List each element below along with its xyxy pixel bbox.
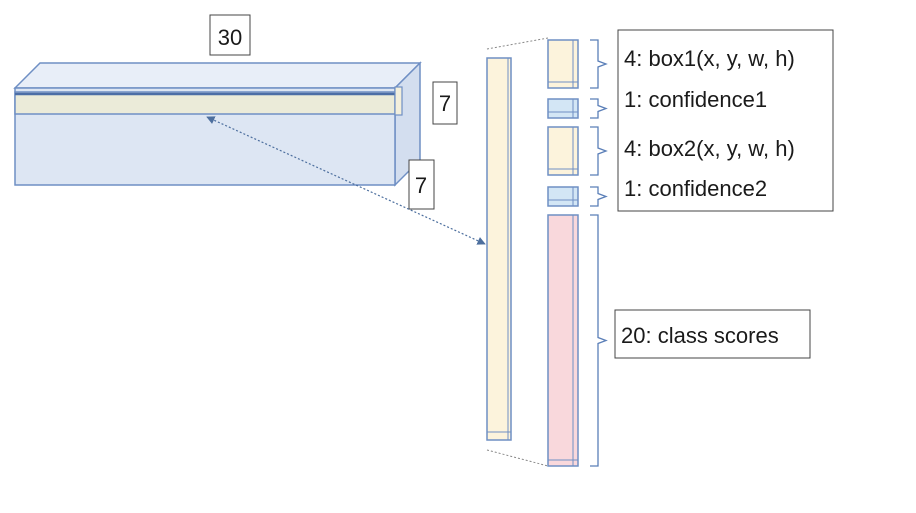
dim-label-depth: 7 bbox=[408, 159, 435, 210]
brace-conf1 bbox=[590, 98, 608, 119]
tensor-cell-vector bbox=[394, 86, 403, 116]
dim-height-text: 7 bbox=[439, 91, 451, 116]
expand-arrow bbox=[206, 116, 486, 245]
segment-classes bbox=[547, 214, 579, 467]
segment-braces bbox=[590, 39, 608, 467]
cell-vector-column bbox=[486, 37, 549, 467]
output-tensor bbox=[13, 61, 422, 187]
dim-width-text: 30 bbox=[218, 25, 242, 50]
brace-box1 bbox=[590, 39, 608, 89]
brace-box2 bbox=[590, 126, 608, 176]
brace-conf2 bbox=[590, 186, 608, 207]
tensor-row-slice bbox=[14, 91, 396, 115]
segment-conf2 bbox=[547, 186, 579, 207]
segment-box1 bbox=[547, 39, 579, 89]
dim-label-height: 7 bbox=[432, 81, 458, 125]
tensor-top-face bbox=[13, 62, 422, 89]
label-box1: 4: box1(x, y, w, h) bbox=[624, 46, 795, 71]
segment-box2 bbox=[547, 126, 579, 176]
class-scores-legend bbox=[614, 309, 811, 359]
label-box2: 4: box2(x, y, w, h) bbox=[624, 136, 795, 161]
label-class-scores: 20: class scores bbox=[621, 323, 779, 348]
label-confidence2: 1: confidence2 bbox=[624, 176, 767, 201]
dim-label-width: 30 bbox=[209, 14, 251, 56]
segment-conf1 bbox=[547, 98, 579, 119]
dim-depth-text: 7 bbox=[415, 173, 427, 198]
vector-segments bbox=[547, 39, 579, 467]
brace-classes bbox=[590, 214, 608, 467]
box-attribute-legend bbox=[617, 29, 834, 212]
label-confidence1: 1: confidence1 bbox=[624, 87, 767, 112]
